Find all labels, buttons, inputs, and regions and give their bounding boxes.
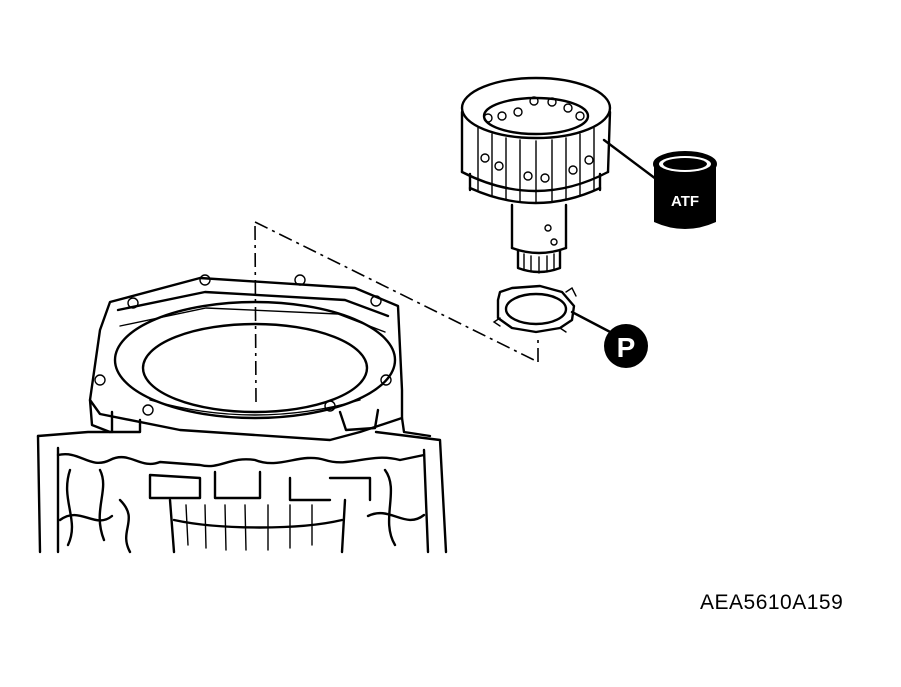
atf-callout: ATF (602, 138, 717, 229)
p-badge-icon (604, 324, 648, 368)
assembly-alignment-lines (254, 221, 539, 403)
atf-fluid-can-icon (653, 151, 717, 229)
transmission-case (36, 274, 448, 554)
atf-label: ATF (671, 193, 699, 210)
p-label: P (617, 332, 636, 363)
thrust-washer (492, 284, 577, 334)
p-callout: P (570, 310, 648, 368)
clutch-drum (460, 76, 612, 274)
figure-id-label: AEA5610A159 (700, 591, 844, 614)
